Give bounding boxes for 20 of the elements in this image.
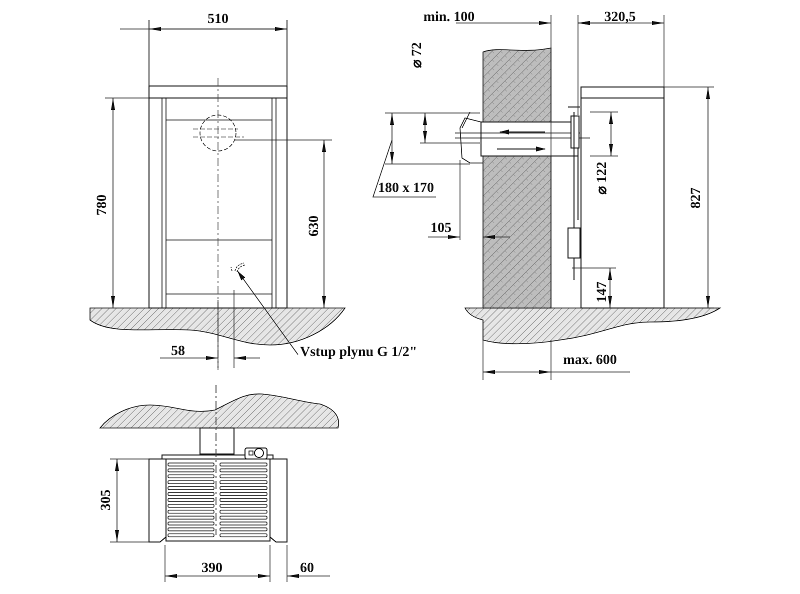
dimension-value: 147: [596, 282, 610, 302]
diameter-dimension: ⌀ 72: [411, 42, 425, 68]
callout-text: 180 x 170: [376, 181, 436, 197]
callout-text: Vstup plynu G 1/2": [298, 345, 420, 361]
dimension-value: 305: [100, 490, 114, 510]
limit-dimension: max. 600: [563, 354, 617, 368]
dimension-value: 390: [202, 562, 222, 576]
limit-dimension: min. 100: [423, 11, 475, 25]
dimension-value: 105: [430, 222, 452, 236]
gas-inlet: [228, 261, 246, 275]
leader-line: [372, 140, 436, 198]
dimension-value: 827: [690, 188, 704, 208]
diameter-dimension: ⌀ 122: [596, 162, 610, 194]
dimension-value: 510: [208, 13, 228, 27]
dimension-value: 58: [171, 345, 185, 359]
dimension-value: 320,5: [604, 11, 636, 25]
dimension-value: 630: [308, 216, 322, 236]
dimension-value: 60: [300, 562, 314, 576]
leader-line: [237, 270, 298, 355]
dimension-value: 780: [96, 194, 110, 216]
